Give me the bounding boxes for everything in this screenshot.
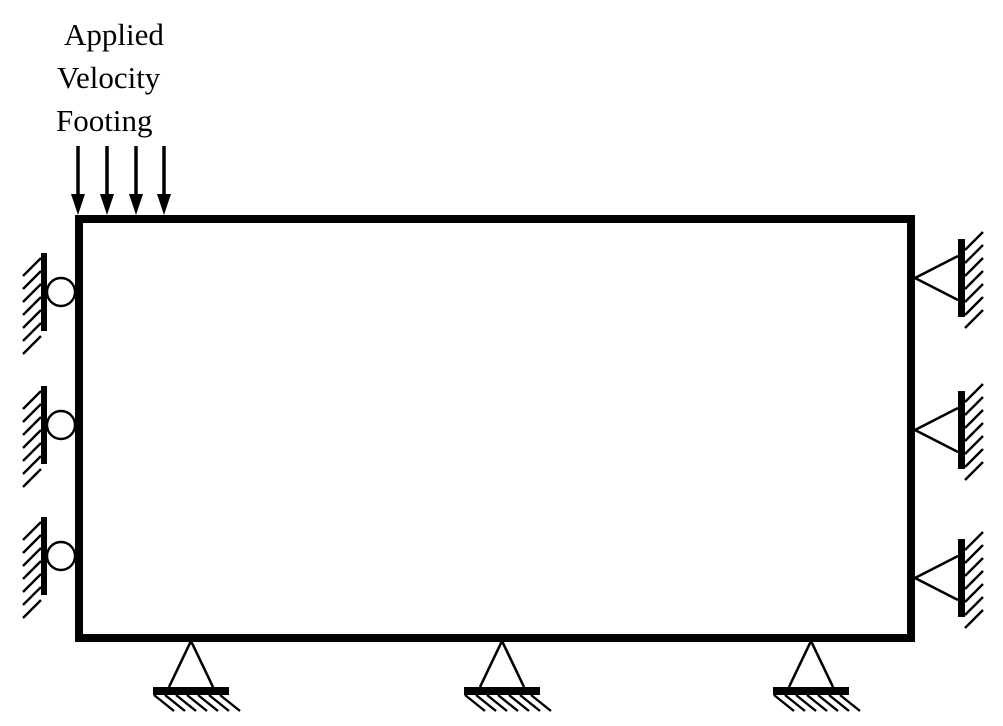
label-line-applied: Applied [64,17,164,52]
right-boundary-supports [913,230,985,630]
left-roller-support [21,515,77,620]
velocity-arrow [69,144,87,217]
applied-velocity-arrows [69,144,173,217]
applied-velocity-footing-label: Applied Velocity Footing [56,17,164,138]
left-roller-support [21,384,77,489]
left-boundary-supports [21,251,77,620]
right-roller-support [913,230,985,330]
right-roller-support [913,382,985,482]
velocity-arrow [98,144,116,217]
bottom-boundary-supports [151,639,862,713]
label-line-footing: Footing [56,103,152,138]
bottom-pin-support [771,639,862,713]
velocity-arrow [155,144,173,217]
velocity-arrow [127,144,145,217]
bottom-pin-support [462,639,553,713]
label-line-velocity: Velocity [57,60,161,95]
bottom-pin-support [151,639,242,713]
domain-rectangle [75,215,915,642]
right-roller-support [913,530,985,630]
left-roller-support [21,251,77,356]
